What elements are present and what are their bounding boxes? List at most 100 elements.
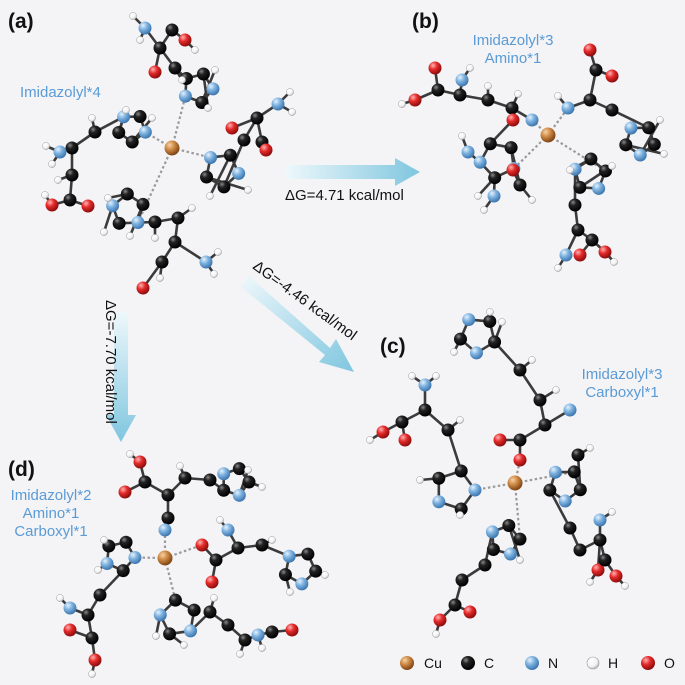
hydrogen-atom [204,104,212,112]
hydrogen-atom [210,594,218,602]
hydrogen-atom [244,186,252,194]
panel-d-desc-line-3: Carboxyl*1 [14,523,87,540]
hydrogen-atom [152,632,160,640]
carbon-atom [136,197,150,211]
carbon-atom [505,101,519,115]
bond [610,108,650,130]
nitrogen-atom [131,216,145,230]
nitrogen-atom [128,550,142,564]
coordination-bond [547,134,607,172]
hydrogen-atom [408,372,416,380]
arrow-a-to-d [106,312,136,442]
panel-d-desc-line-1: Imidazolyl*2 [11,487,92,504]
oxygen-atom [285,623,299,637]
carbon-atom [513,532,527,546]
carbon-atom [242,475,256,489]
carbon-atom [453,88,467,102]
hydrogen-atom [608,162,616,170]
hydrogen-atom [528,196,536,204]
nitrogen-atom [232,488,246,502]
hydrogen-atom [136,36,144,44]
carbon-atom [488,171,502,185]
coordination-bond [513,482,522,540]
legend-label-h: H [608,655,618,671]
oxygen-atom [609,569,623,583]
legend-label-o: O [664,655,675,671]
nitrogen-atom [204,150,218,164]
carbon-atom [231,541,245,555]
hydrogen-atom [191,46,199,54]
nitrogen-atom [271,97,285,111]
hydrogen-atom [268,536,276,544]
carbon-atom [196,67,210,81]
coordination-bond [514,470,575,485]
hydrogen-atom [258,644,266,652]
carbon-atom [478,558,492,572]
legend-label-n: N [548,655,558,671]
nitrogen-atom [525,113,539,127]
carbon-atom-icon [461,656,475,670]
carbon-atom [504,141,518,155]
hydrogen-atom [486,308,494,316]
hydrogen-atom [566,166,574,174]
carbon-atom [309,564,323,578]
nitrogen-atom [558,494,572,508]
copper-atom [540,127,556,143]
nitrogen-atom-icon [525,656,539,670]
nitrogen-atom [563,403,577,417]
oxygen-atom [573,248,587,262]
carbon-atom [481,93,495,107]
carbon-atom [203,605,217,619]
carbon-atom [138,475,152,489]
nitrogen-atom [633,148,647,162]
coordination-bond [170,95,187,149]
nitrogen-atom [485,525,499,539]
hydrogen-atom-icon [586,656,600,670]
hydrogen-atom [480,206,488,214]
carbon-atom [63,193,77,207]
legend-label-c: C [484,655,494,671]
hydrogen-atom [126,450,134,458]
carbon-atom [589,63,603,77]
carbon-atom [488,335,502,349]
oxygen-atom [605,69,619,83]
carbon-atom [453,332,467,346]
legend-item-o: O [641,655,675,671]
carbon-atom [153,41,167,55]
hydrogen-atom [206,192,214,200]
carbon-atom [265,625,279,639]
carbon-atom [573,180,587,194]
nitrogen-atom [295,577,309,591]
panel-label-d: (d) [8,458,35,481]
carbon-atom [448,598,462,612]
carbon-atom [221,618,235,632]
carbon-atom [168,593,182,607]
arrow-a-to-c [241,276,354,372]
carbon-atom [125,135,139,149]
hydrogen-atom [456,511,464,519]
carbon-atom [585,233,599,247]
carbon-atom [455,573,469,587]
hydrogen-atom [216,516,224,524]
carbon-atom [395,415,409,429]
oxygen-atom [398,433,412,447]
hydrogen-atom [398,100,406,108]
copper-atom-icon [400,656,414,670]
hydrogen-atom [450,348,458,356]
panel-b-desc-line-1: Imidazolyl*3 [473,32,554,49]
carbon-atom [112,216,126,230]
bond [446,428,463,473]
legend-label-cu: Cu [424,655,442,671]
hydrogen-atom [54,176,62,184]
nitrogen-atom [158,523,172,537]
legend-item-cu: Cu [400,655,442,671]
oxygen-atom [133,455,147,469]
carbon-atom [155,255,169,269]
carbon-atom [278,568,292,582]
carbon-atom [431,83,445,97]
hydrogen-atom [210,270,218,278]
carbon-atom [250,111,264,125]
carbon-atom [593,533,607,547]
oxygen-atom [205,575,219,589]
nitrogen-atom [100,557,114,571]
